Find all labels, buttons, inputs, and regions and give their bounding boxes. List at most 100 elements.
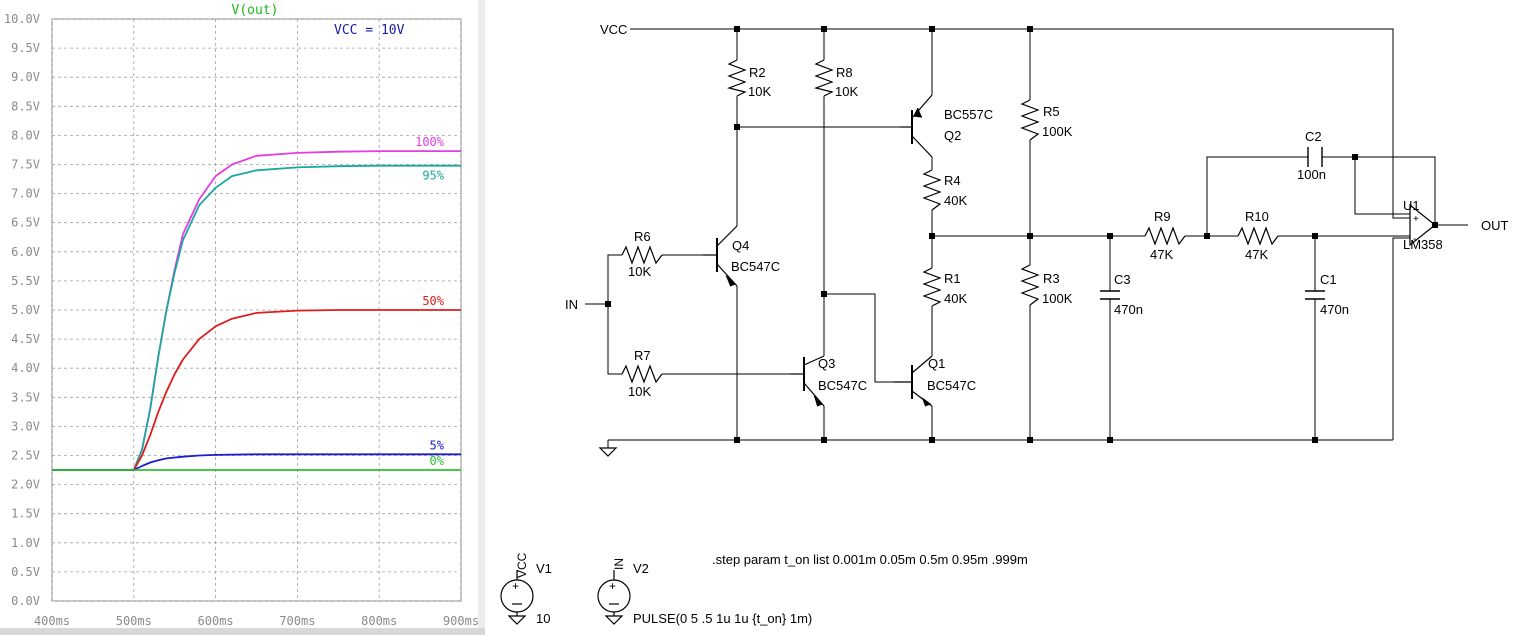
u1-model: LM358 [1403, 237, 1443, 252]
r4-value: 40K [944, 193, 967, 208]
opamp-u1 [1409, 203, 1436, 247]
y-tick-label: 7.0V [11, 187, 40, 201]
transistor-q1 [894, 355, 933, 407]
y-tick-label: 0.5V [11, 565, 40, 579]
plot-series: 100%95%50%5%0% [52, 135, 461, 471]
q3-model: BC547C [818, 378, 867, 393]
y-tick-label: 1.5V [11, 507, 40, 521]
r10-value: 47K [1245, 247, 1268, 262]
series-line[interactable] [52, 309, 461, 471]
r4-name: R4 [944, 173, 961, 188]
schematic-wires [585, 28, 1468, 448]
r6-value: 10K [628, 264, 651, 279]
y-tick-label: 0.0V [11, 594, 40, 608]
series-line[interactable] [52, 164, 461, 471]
y-tick-label: 5.0V [11, 303, 40, 317]
plot-title[interactable]: V(out) [232, 3, 279, 18]
q1-name: Q1 [928, 356, 945, 371]
u1-name: U1 [1403, 198, 1420, 213]
r7-value: 10K [628, 384, 651, 399]
v2-value: PULSE(0 5 .5 1u 1u {t_on} 1m) [633, 611, 812, 626]
waveform-plot-panel[interactable] [0, 0, 485, 635]
y-tick-label: 7.5V [11, 158, 40, 172]
vcc-rail-label: VCC [600, 22, 627, 37]
r2-name: R2 [749, 65, 766, 80]
c2-value: 100n [1297, 167, 1326, 182]
x-tick-label: 500ms [116, 614, 152, 628]
svg-text:+: + [609, 579, 616, 593]
v1-node: VCC [515, 552, 529, 578]
schematic-capacitors [1100, 147, 1325, 300]
c1-name: C1 [1320, 272, 1337, 287]
y-tick-label: 9.0V [11, 70, 40, 84]
transistor-q2 [900, 94, 933, 158]
v1-name: V1 [536, 561, 552, 576]
q4-name: Q4 [732, 238, 749, 253]
step-directive[interactable]: .step param t_on list 0.001m 0.05m 0.5m … [712, 552, 1028, 567]
y-tick-label: 5.5V [11, 274, 40, 288]
ground-icon-v2 [604, 615, 624, 625]
out-port-label: OUT [1481, 218, 1509, 233]
series-label: 5% [430, 438, 445, 452]
v2-node: IN [612, 558, 626, 570]
q1-model: BC547C [927, 378, 976, 393]
y-tick-label: 6.0V [11, 245, 40, 259]
y-tick-label: 8.5V [11, 99, 40, 113]
r6-name: R6 [634, 229, 651, 244]
voltage-sources: + + [500, 570, 631, 616]
series-label: 100% [415, 135, 445, 149]
c3-value: 470n [1114, 302, 1143, 317]
r10-name: R10 [1245, 209, 1269, 224]
x-tick-label: 700ms [279, 614, 315, 628]
q4-model: BC547C [731, 259, 780, 274]
resistor-r5 [1020, 99, 1040, 141]
opamp-plus: + [1413, 214, 1419, 225]
ground-icon [598, 447, 618, 457]
y-tick-label: 10.0V [4, 12, 40, 26]
y-tick-label: 1.0V [11, 536, 40, 550]
schematic-labels: VCC IN OUT R2 10K R8 10K R5 100K R4 40K … [515, 22, 1509, 626]
r7-name: R7 [634, 348, 651, 363]
r3-value: 100K [1042, 291, 1073, 306]
svg-text:+: + [512, 579, 519, 593]
y-tick-label: 2.5V [11, 449, 40, 463]
c1-value: 470n [1320, 302, 1349, 317]
series-line[interactable] [52, 453, 461, 471]
series-label: 95% [422, 169, 444, 183]
y-tick-label: 3.5V [11, 390, 40, 404]
r5-name: R5 [1043, 104, 1060, 119]
y-tick-label: 8.0V [11, 128, 40, 142]
schematic-transistors [703, 94, 933, 407]
transistor-q4 [703, 225, 738, 287]
schematic-junctions [605, 26, 1438, 443]
x-tick-label: 600ms [198, 614, 234, 628]
x-tick-label: 800ms [361, 614, 397, 628]
ground-icon-v1 [507, 615, 527, 625]
opamp-minus: - [1413, 234, 1416, 245]
plot-scrollbar[interactable] [0, 628, 485, 635]
resistor-r10 [1237, 226, 1279, 246]
r9-value: 47K [1150, 247, 1173, 262]
x-tick-label: 400ms [34, 614, 70, 628]
resistor-r3 [1020, 264, 1040, 306]
c3-name: C3 [1114, 272, 1131, 287]
y-tick-label: 4.5V [11, 332, 40, 346]
resistor-r2 [726, 59, 747, 97]
x-tick-label: 900ms [443, 614, 479, 628]
waveform-plot[interactable]: 0.0V0.5V1.0V1.5V2.0V2.5V3.0V3.5V4.0V4.5V… [0, 0, 485, 635]
r5-value: 100K [1042, 124, 1073, 139]
schematic-resistors [621, 59, 1279, 384]
y-tick-label: 4.0V [11, 361, 40, 375]
r2-value: 10K [748, 84, 771, 99]
v1-value: 10 [536, 611, 550, 626]
c2-name: C2 [1305, 129, 1322, 144]
resistor-r1 [922, 267, 942, 307]
r9-name: R9 [1154, 209, 1171, 224]
resistor-r8 [813, 59, 834, 97]
plot-tick-labels: 0.0V0.5V1.0V1.5V2.0V2.5V3.0V3.5V4.0V4.5V… [4, 12, 479, 628]
r8-value: 10K [835, 84, 858, 99]
y-tick-label: 2.0V [11, 478, 40, 492]
r8-name: R8 [836, 65, 853, 80]
v2-name: V2 [633, 561, 649, 576]
